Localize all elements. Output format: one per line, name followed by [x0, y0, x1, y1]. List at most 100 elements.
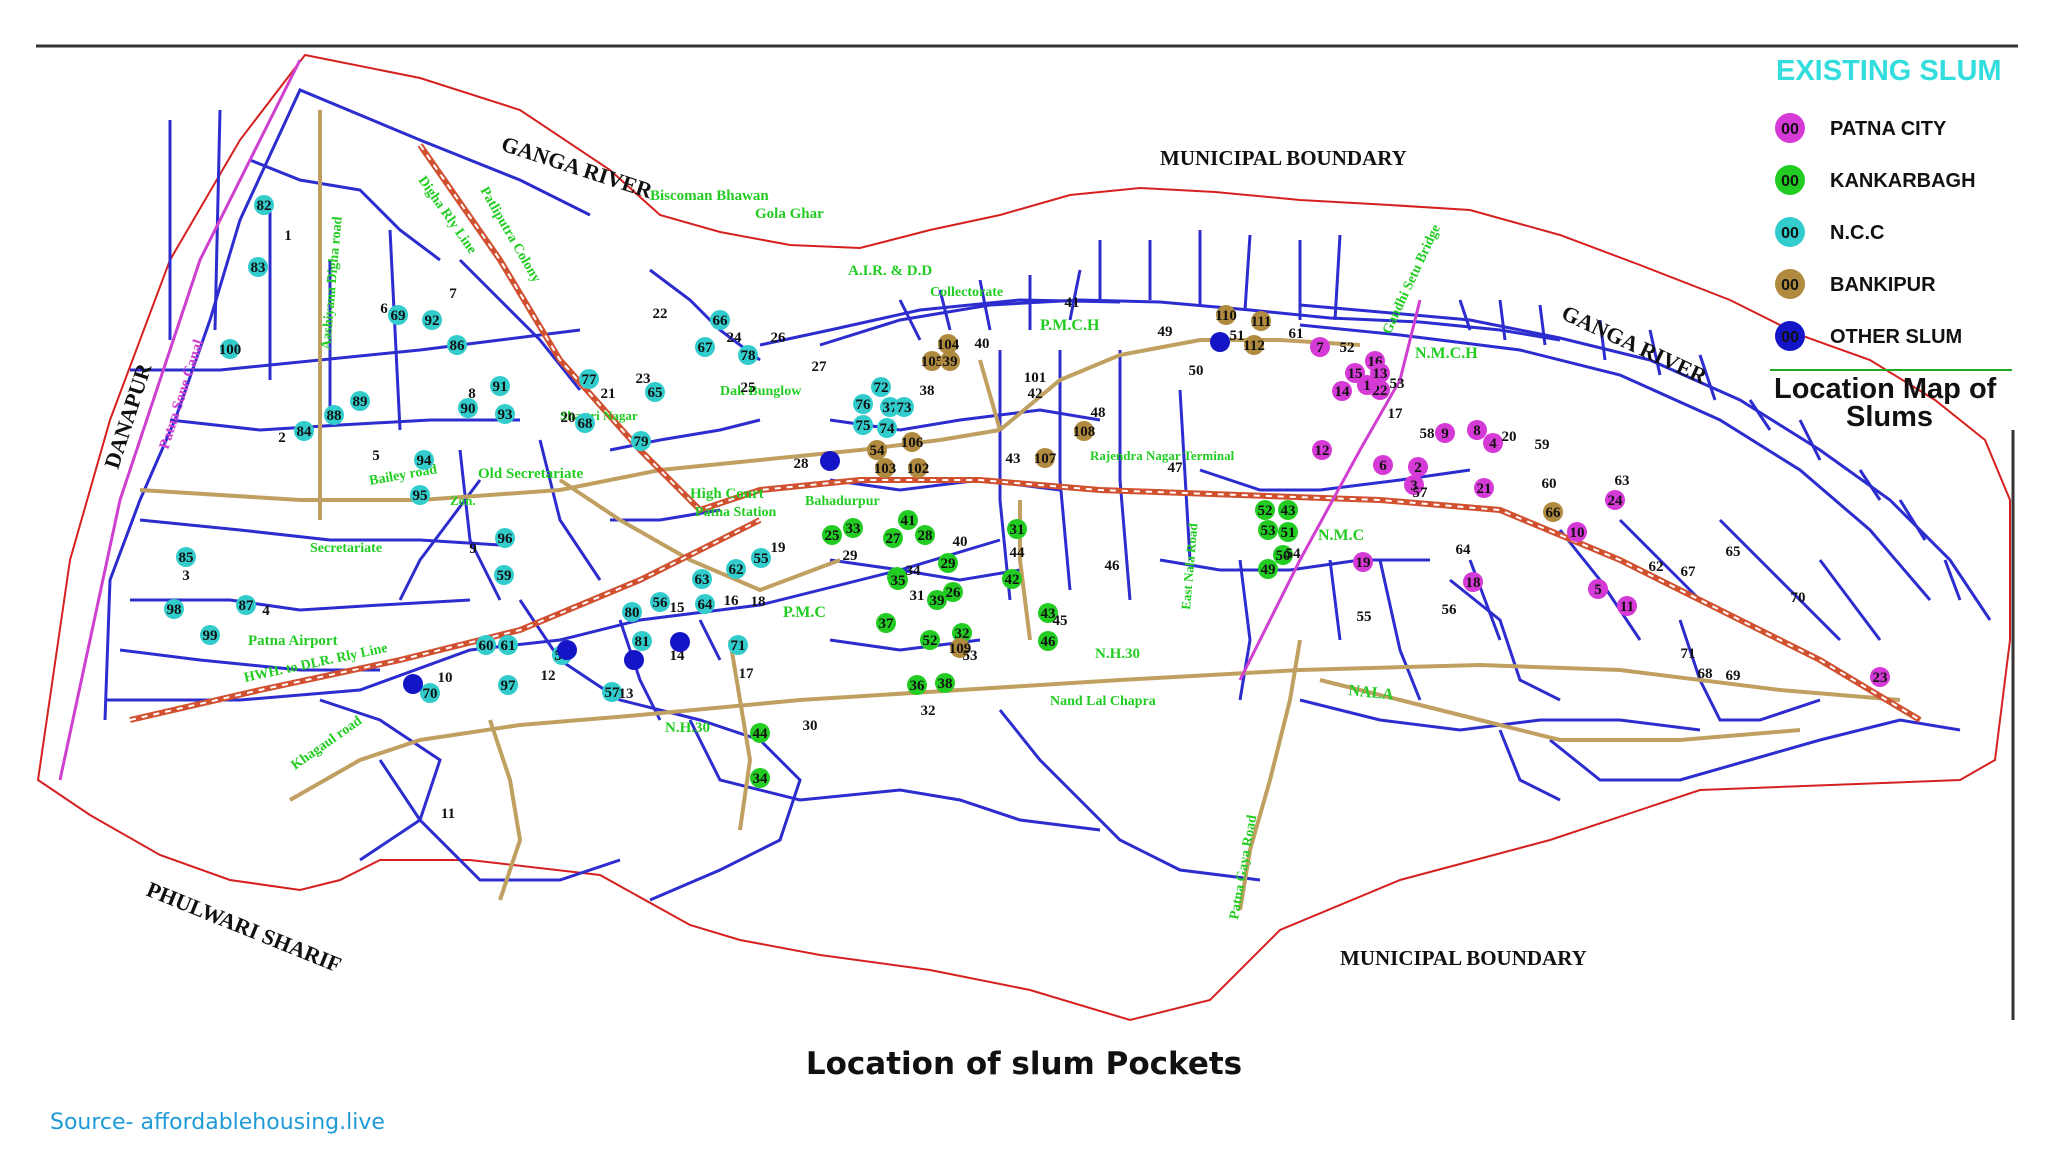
slum-marker: 61	[1289, 326, 1304, 342]
slum-number: 66	[1546, 505, 1562, 521]
slum-dot	[1273, 545, 1293, 565]
slum-marker: 68	[575, 413, 595, 433]
slum-number: 57	[1413, 485, 1429, 501]
nmc-label: N.M.C	[1318, 527, 1364, 544]
slum-marker: 20	[561, 410, 576, 426]
slum-dot	[410, 485, 430, 505]
slum-marker: 74	[877, 418, 897, 438]
slum-marker: 31	[910, 588, 925, 604]
slum-marker: 58	[1420, 426, 1435, 442]
legend-swatch	[1775, 217, 1805, 247]
slum-dot	[943, 582, 963, 602]
slum-marker: 75	[853, 415, 873, 435]
bisconan-bhawan-label: Biscoman Bhawan	[650, 188, 769, 204]
slum-marker: 87	[236, 595, 256, 615]
slum-marker: 73	[894, 397, 914, 417]
slum-dot	[1074, 421, 1094, 441]
slum-dot	[645, 382, 665, 402]
slum-number: 62	[1649, 559, 1664, 575]
slum-marker: 110	[1215, 305, 1237, 325]
slum-marker: 91	[490, 376, 510, 396]
map-title-line1: Location Map of	[1774, 373, 1997, 405]
slum-dot	[1373, 455, 1393, 475]
slum-dot	[875, 458, 895, 478]
slum-number: 6	[380, 301, 388, 317]
slum-number: 54	[870, 443, 886, 459]
slum-marker: 69	[1726, 668, 1741, 684]
slum-marker: 56	[1442, 602, 1458, 618]
slum-number: 17	[1388, 406, 1404, 422]
slum-number: 37	[883, 400, 899, 416]
slum-number: 26	[946, 585, 962, 601]
slum-marker: 38	[935, 673, 955, 693]
slum-marker: 43	[1038, 603, 1058, 623]
slum-number: 93	[498, 407, 513, 423]
slum-marker: 55	[1357, 609, 1372, 625]
slum-number: 46	[1105, 558, 1121, 574]
slum-dot	[1353, 552, 1373, 572]
slum-dot	[1255, 500, 1275, 520]
slum-number: 73	[897, 400, 912, 416]
slum-number: 38	[938, 676, 953, 692]
slum-number: 88	[327, 408, 342, 424]
slum-marker: 46	[1105, 558, 1121, 574]
slum-number: 36	[910, 678, 926, 694]
slum-marker: 55	[751, 548, 771, 568]
railway-lines-inner	[129, 144, 1921, 721]
slum-marker: 54	[1286, 546, 1302, 562]
slum-marker: 60	[1542, 476, 1557, 492]
ashiyana-digha-road-label: Aashiyana Digha road	[319, 216, 346, 351]
slum-dot	[495, 404, 515, 424]
slum-number: 2	[1414, 460, 1422, 476]
slum-dot	[575, 413, 595, 433]
slum-marker: 95	[410, 485, 430, 505]
slum-number: 27	[886, 531, 902, 547]
slum-dot	[728, 635, 748, 655]
slum-dot	[726, 559, 746, 579]
slum-number: 112	[1243, 338, 1265, 354]
slum-dot	[871, 377, 891, 397]
slum-number: 20	[561, 410, 576, 426]
slum-dot	[422, 310, 442, 330]
slum-marker: 34	[906, 563, 922, 579]
slum-dot	[1007, 519, 1027, 539]
slum-dot	[950, 638, 970, 658]
gandhi-setu-bridge-label: Gandhi Setu Bridge	[1380, 222, 1444, 336]
slum-marker: 8	[468, 386, 476, 402]
slum-dot	[176, 547, 196, 567]
slum-marker: 47	[1168, 460, 1184, 476]
slum-number: 90	[461, 401, 476, 417]
slum-marker: 65	[645, 382, 665, 402]
slum-marker: 94	[414, 450, 434, 470]
slum-number: 26	[771, 330, 787, 346]
slum-number: 92	[425, 313, 440, 329]
slum-marker: 53	[963, 648, 978, 664]
legend-code: 00	[1781, 121, 1799, 138]
slum-number: 12	[1315, 443, 1330, 459]
slum-marker: 65	[1726, 544, 1741, 560]
slum-marker: 34	[750, 768, 770, 788]
slum-dot	[1216, 305, 1236, 325]
slum-marker: 43	[1006, 451, 1021, 467]
slum-marker: 40	[953, 534, 968, 550]
slum-marker: 18	[1463, 572, 1483, 592]
slum-dot	[1483, 433, 1503, 453]
slum-marker: 57	[602, 682, 622, 702]
slum-number: 41	[901, 513, 916, 529]
air-dd-label: A.I.R. & D.D	[848, 263, 932, 279]
slum-marker: 67	[695, 337, 715, 357]
slum-number: 104	[937, 337, 960, 353]
slum-dot	[200, 625, 220, 645]
slum-number: 63	[1615, 473, 1630, 489]
slum-marker: 26	[771, 330, 787, 346]
slum-number: 3	[182, 568, 190, 584]
slum-marker: 82	[254, 195, 274, 215]
slum-marker: 64	[1456, 542, 1472, 558]
slum-dot	[1258, 520, 1278, 540]
slum-marker: 13	[619, 686, 634, 702]
slum-dot	[853, 415, 873, 435]
slum-marker: 15	[670, 600, 685, 616]
slum-marker: 53	[1258, 520, 1278, 540]
